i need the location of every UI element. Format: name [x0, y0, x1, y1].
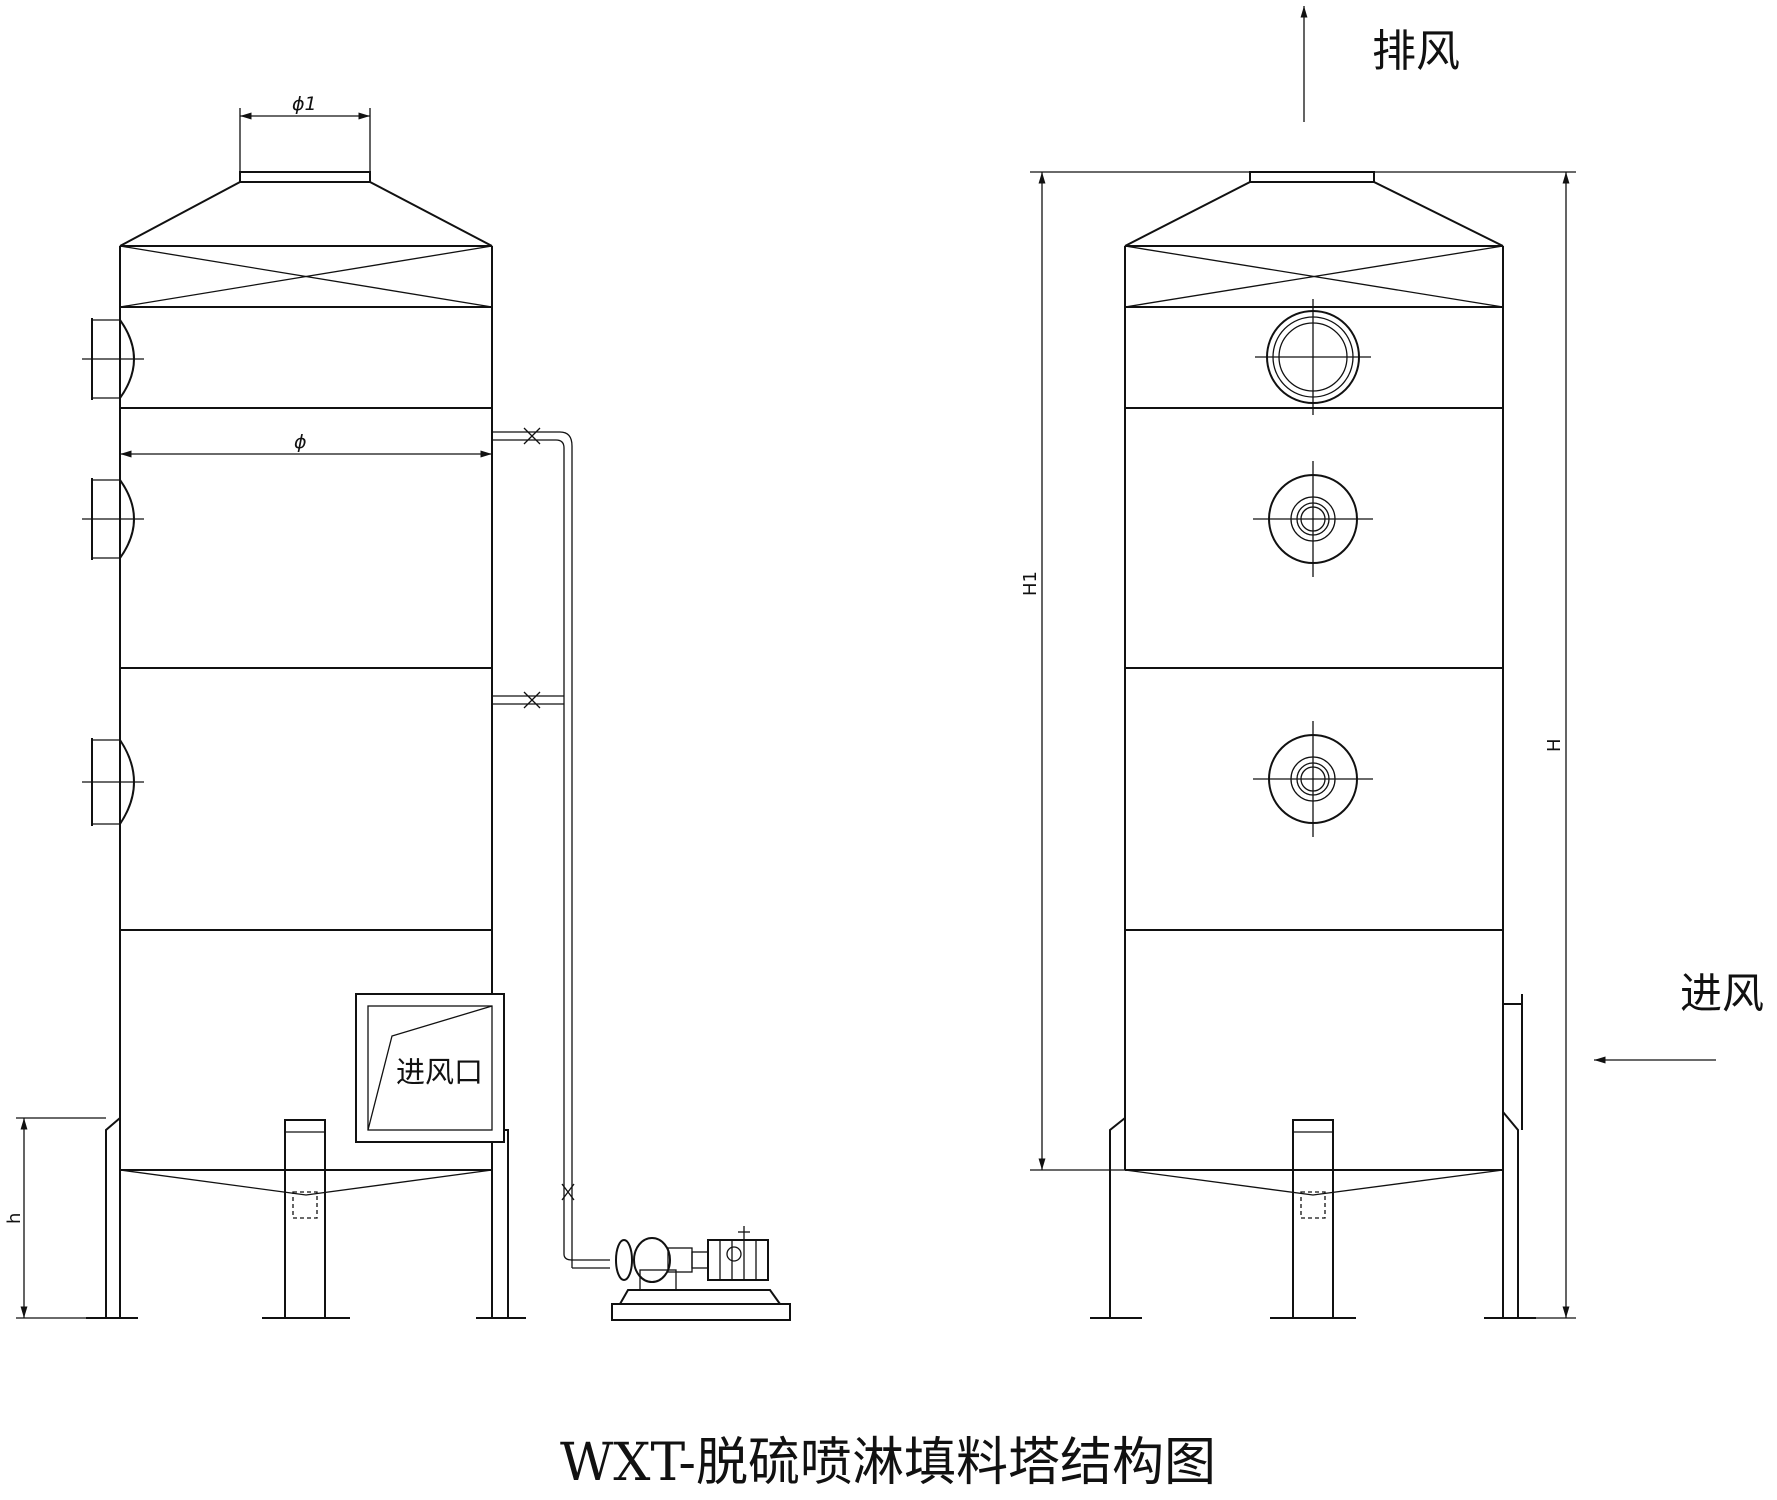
circulation-pump	[611, 1226, 791, 1321]
height-h-label: H	[1544, 738, 1565, 752]
intake-label: 进风	[1680, 969, 1764, 1018]
diameter-dimension-tower: ϕ	[119, 431, 492, 458]
support-legs	[86, 1117, 526, 1319]
spray-nozzle-upper	[1253, 461, 1373, 577]
height-h1-dimension: H1	[1020, 171, 1250, 1171]
height-h-dimension: H	[1374, 171, 1576, 1319]
exhaust-label: 排风	[1372, 26, 1460, 77]
spray-piping	[492, 427, 610, 1269]
inlet-port-label: 进风口	[396, 1055, 483, 1089]
manhole-upper	[1255, 299, 1371, 415]
bottom-cone	[119, 1169, 493, 1196]
support-legs-side	[1090, 1117, 1536, 1319]
top-cone	[119, 181, 493, 247]
exhaust-arrow: 排风	[1300, 6, 1460, 122]
side-nozzle-upper	[82, 318, 144, 400]
side-nozzle-middle	[82, 478, 144, 560]
top-outlet-flange-side	[1249, 171, 1375, 183]
intake-arrow: 进风	[1594, 969, 1764, 1064]
support-height-label: h	[4, 1213, 25, 1224]
inlet-duct	[1502, 994, 1523, 1318]
diameter-dimension-top: ϕ1	[239, 93, 371, 172]
front-view: 进风口	[4, 93, 791, 1321]
support-height-dimension: h	[4, 1117, 106, 1319]
side-nozzle-lower	[82, 738, 144, 826]
tower-diameter-label: ϕ	[294, 431, 307, 453]
spray-nozzle-lower	[1253, 721, 1373, 837]
top-outlet-flange	[239, 171, 371, 183]
height-h1-label: H1	[1020, 571, 1041, 596]
outlet-diameter-label: ϕ1	[292, 93, 317, 115]
side-view: H1 H 排风 进风	[1020, 6, 1764, 1319]
drawing-title: WXT-脱硫喷淋填料塔结构图	[560, 1433, 1216, 1493]
inlet-port-box: 进风口	[355, 993, 505, 1143]
